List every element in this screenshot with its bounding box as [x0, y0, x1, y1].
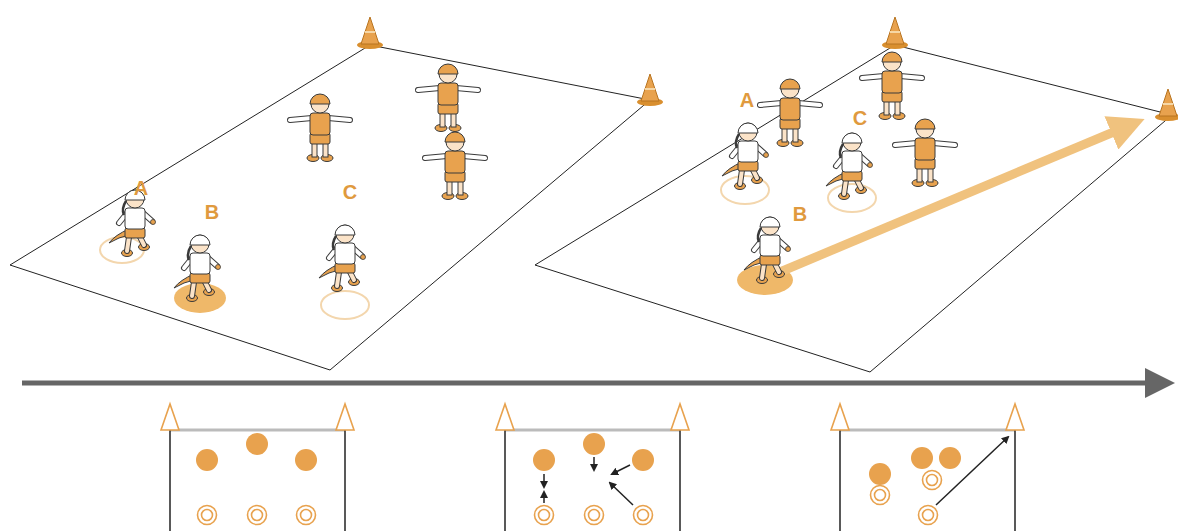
start-ring [828, 184, 876, 212]
start-ring [321, 291, 369, 319]
schematic [161, 404, 354, 531]
player-letter: C [853, 108, 867, 128]
defender-child [895, 119, 955, 187]
cone [637, 74, 663, 106]
defender-child [425, 132, 485, 200]
cone [357, 17, 383, 49]
schematic [496, 404, 689, 531]
player-letter: A [134, 178, 148, 198]
attacker-child [826, 133, 873, 200]
start-spot [174, 283, 226, 313]
defender-child [290, 94, 350, 162]
start-ring [100, 237, 144, 263]
schematic [831, 404, 1024, 531]
field-outline [10, 45, 650, 370]
attacker-child [722, 123, 769, 190]
defender-child [418, 64, 478, 132]
timeline-arrow [22, 381, 1160, 386]
player-letter: A [740, 90, 754, 110]
cone [1155, 89, 1178, 121]
attacker-child [744, 217, 791, 284]
attacker-child [109, 190, 156, 257]
attacker-child [319, 225, 366, 292]
defender-child [862, 52, 922, 120]
attacker-child [174, 235, 221, 302]
defender-child [760, 79, 820, 147]
player-letter: B [793, 204, 807, 224]
player-letter: B [205, 202, 219, 222]
cone [882, 17, 908, 49]
field-outline [535, 45, 1172, 372]
player-letter: C [343, 182, 357, 202]
